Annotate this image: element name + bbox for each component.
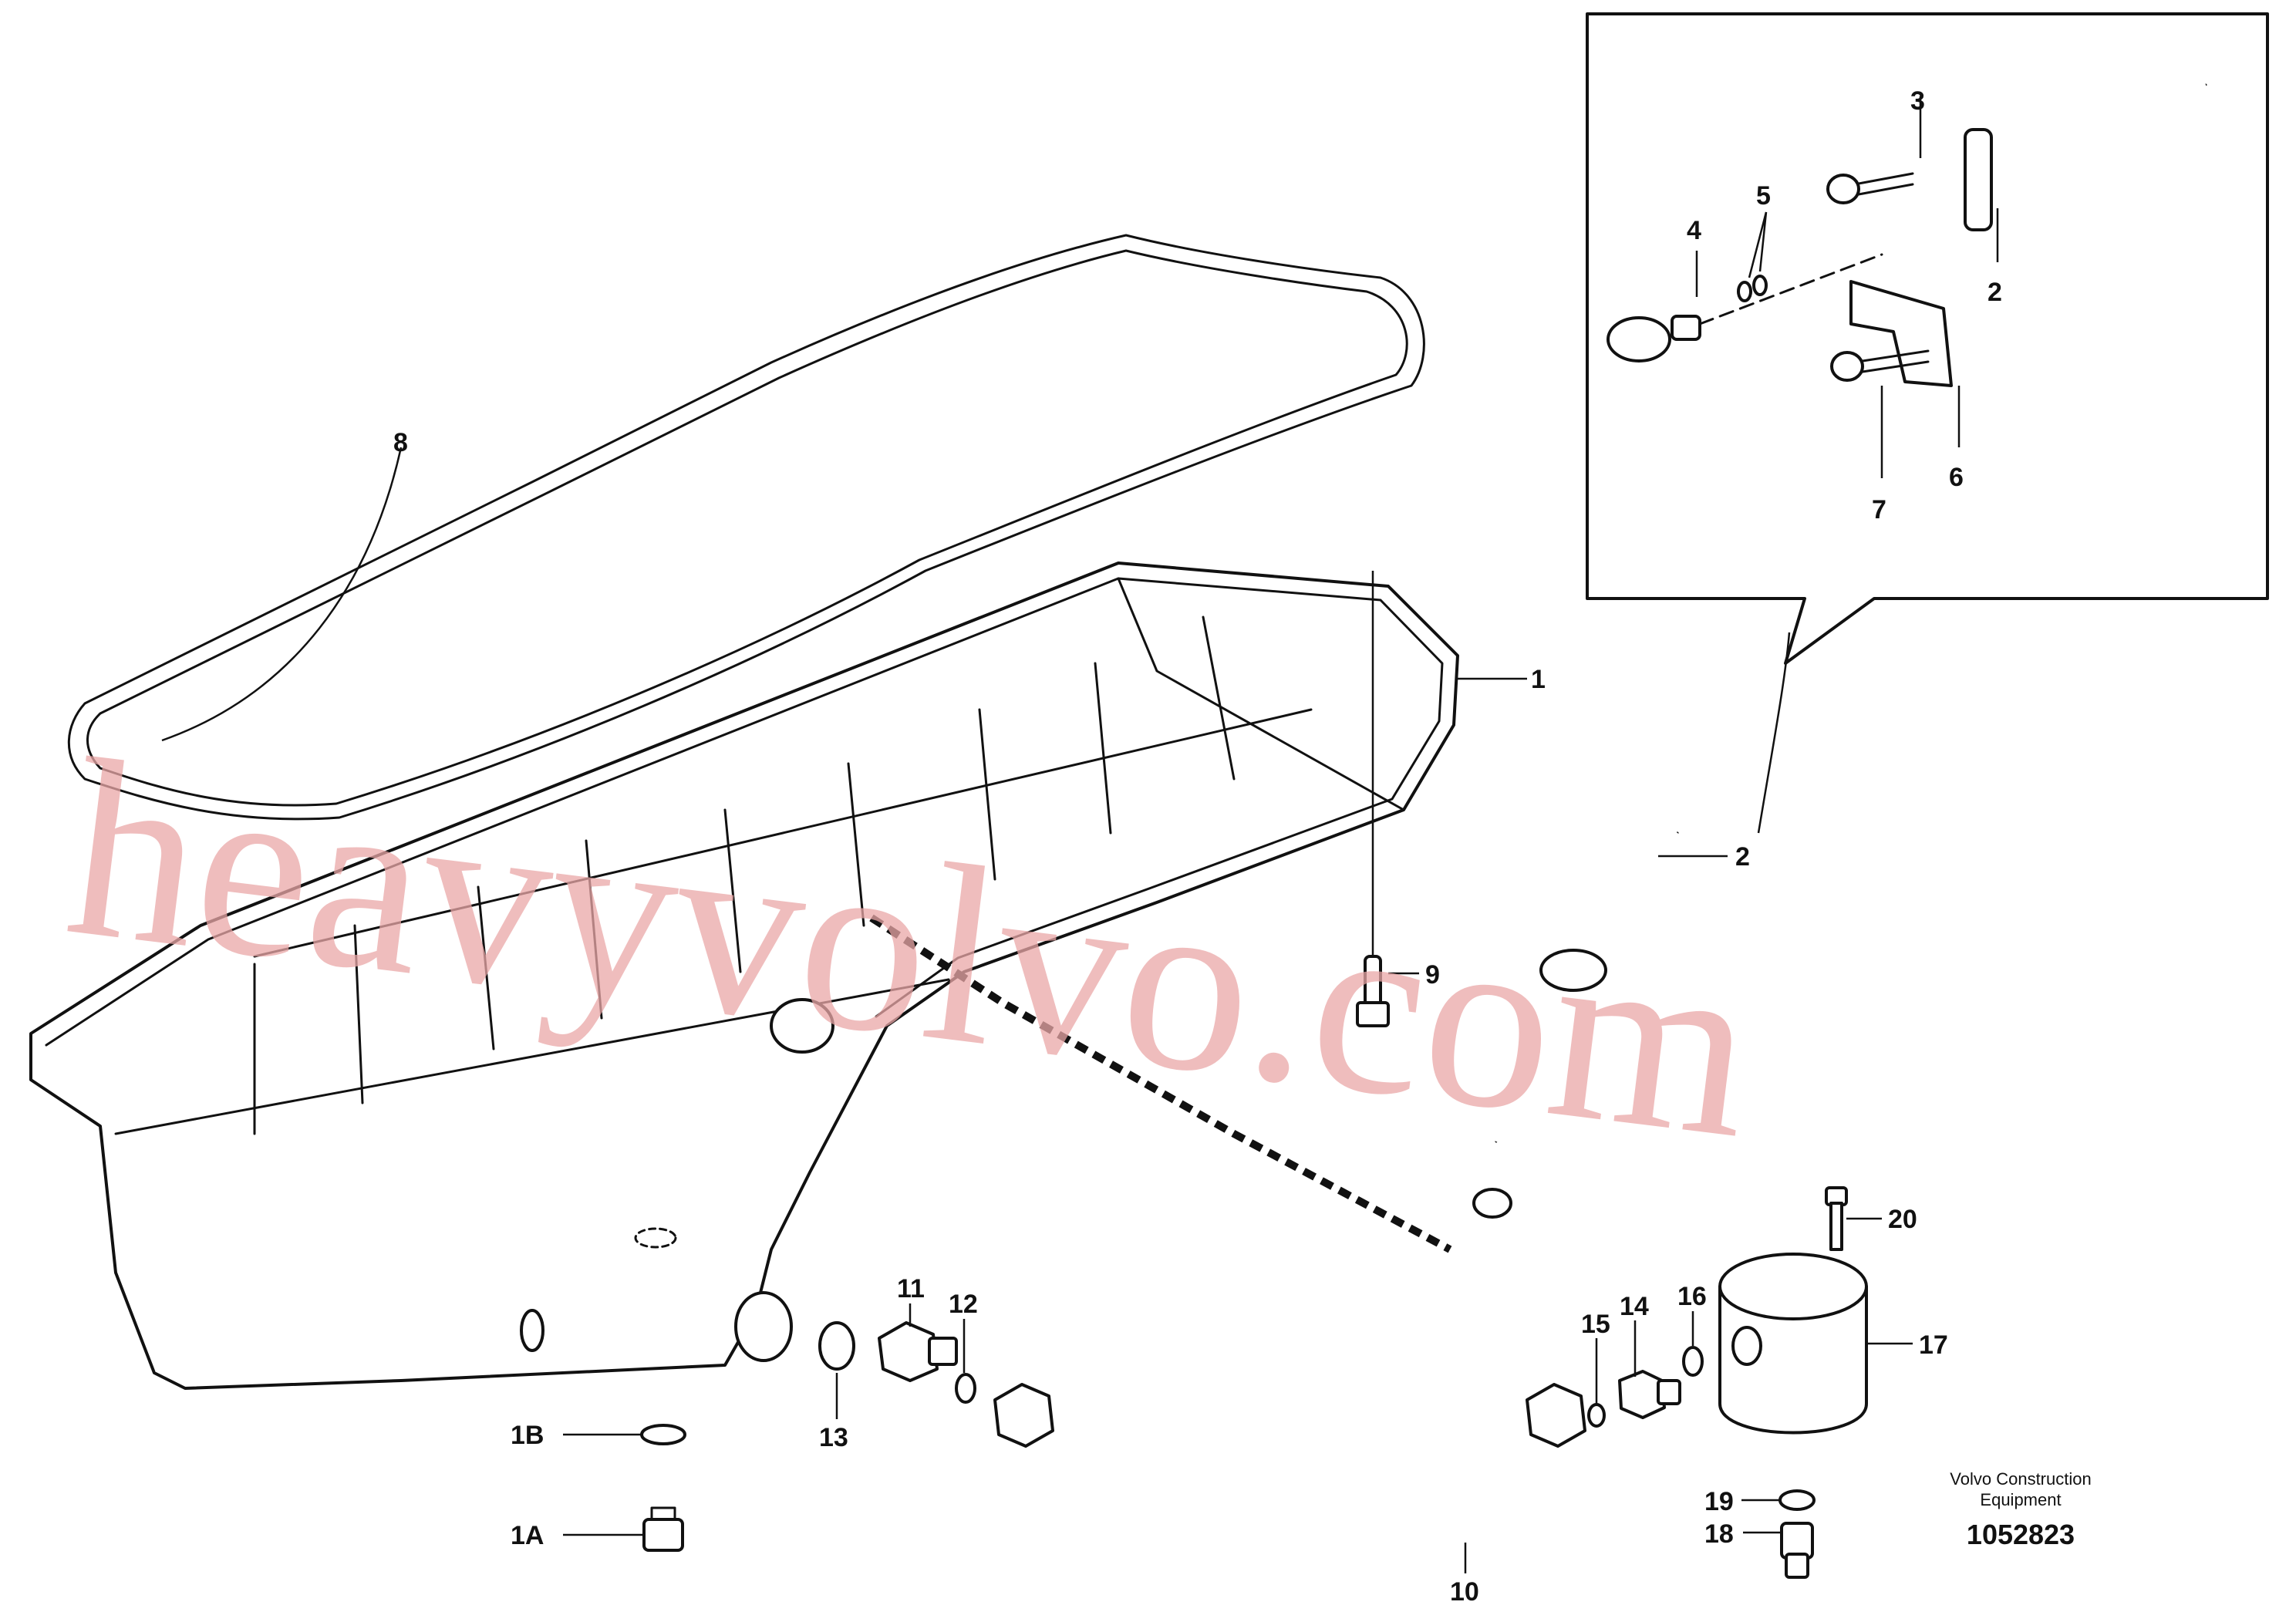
drain-plug-washer <box>640 1424 686 1445</box>
o-ring-15 <box>1587 1403 1606 1428</box>
callout-10: 10 <box>1450 1577 1479 1607</box>
inset-o-rings-5 <box>1737 275 1768 302</box>
callout-3: 3 <box>1910 86 1925 116</box>
caption-company-line2: Equipment <box>1980 1490 2061 1509</box>
callout-17: 17 <box>1919 1330 1948 1360</box>
caption-company-line1: Volvo Construction <box>1950 1469 2091 1489</box>
o-ring-12 <box>955 1373 976 1404</box>
inset-dipstick-tube <box>1964 83 2207 231</box>
callout-7: 7 <box>1872 495 1886 524</box>
callout-1A: 1A <box>511 1521 544 1550</box>
oil-pan-gasket <box>67 234 1425 821</box>
callout-2-main: 2 <box>1735 842 1750 872</box>
plug-18 <box>1780 1522 1814 1579</box>
washer-19 <box>1778 1489 1816 1511</box>
dipstick-tube <box>869 632 1791 1253</box>
callout-6: 6 <box>1949 463 1964 492</box>
callout-1B: 1B <box>511 1421 544 1450</box>
callout-14: 14 <box>1620 1292 1649 1321</box>
nipple-14 <box>1618 1370 1681 1419</box>
inset-screw-3 <box>1826 172 1914 204</box>
callout-labels: 1 2 2 3 4 5 6 7 8 9 10 11 12 13 14 15 16… <box>393 86 2002 1607</box>
callout-11: 11 <box>897 1274 925 1303</box>
drain-plug <box>642 1506 684 1552</box>
oil-pan <box>29 561 1459 1390</box>
callout-13: 13 <box>819 1423 848 1452</box>
callout-8: 8 <box>393 428 408 457</box>
caption-drawing-number: 1052823 <box>1967 1519 2075 1550</box>
callout-5: 5 <box>1756 181 1771 211</box>
oil-level-sensor <box>1356 571 1390 1027</box>
callout-15: 15 <box>1581 1310 1610 1339</box>
callout-19: 19 <box>1704 1487 1734 1516</box>
callout-1: 1 <box>1531 665 1546 694</box>
oil-hose <box>993 1383 1586 1600</box>
callout-9: 9 <box>1425 960 1440 990</box>
o-ring-16 <box>1682 1346 1704 1377</box>
callout-16: 16 <box>1677 1282 1707 1311</box>
callout-12: 12 <box>949 1290 978 1319</box>
oil-filter-housing <box>1718 1253 1868 1435</box>
callout-2-inset: 2 <box>1988 278 2002 307</box>
caption-block: Volvo Construction Equipment 1052823 <box>1950 1469 2091 1550</box>
inset-dipstick-4 <box>1607 253 1883 363</box>
inset-screw-7 <box>1830 349 1930 382</box>
nipple-11 <box>878 1321 958 1382</box>
inset-bracket-6 <box>1849 280 1953 387</box>
callout-leaders <box>161 96 1999 1573</box>
screw-20 <box>1825 1186 1848 1251</box>
sealing-ring-13 <box>818 1321 855 1371</box>
callout-20: 20 <box>1888 1205 1917 1234</box>
callout-18: 18 <box>1704 1519 1734 1549</box>
callout-4: 4 <box>1687 216 1701 245</box>
